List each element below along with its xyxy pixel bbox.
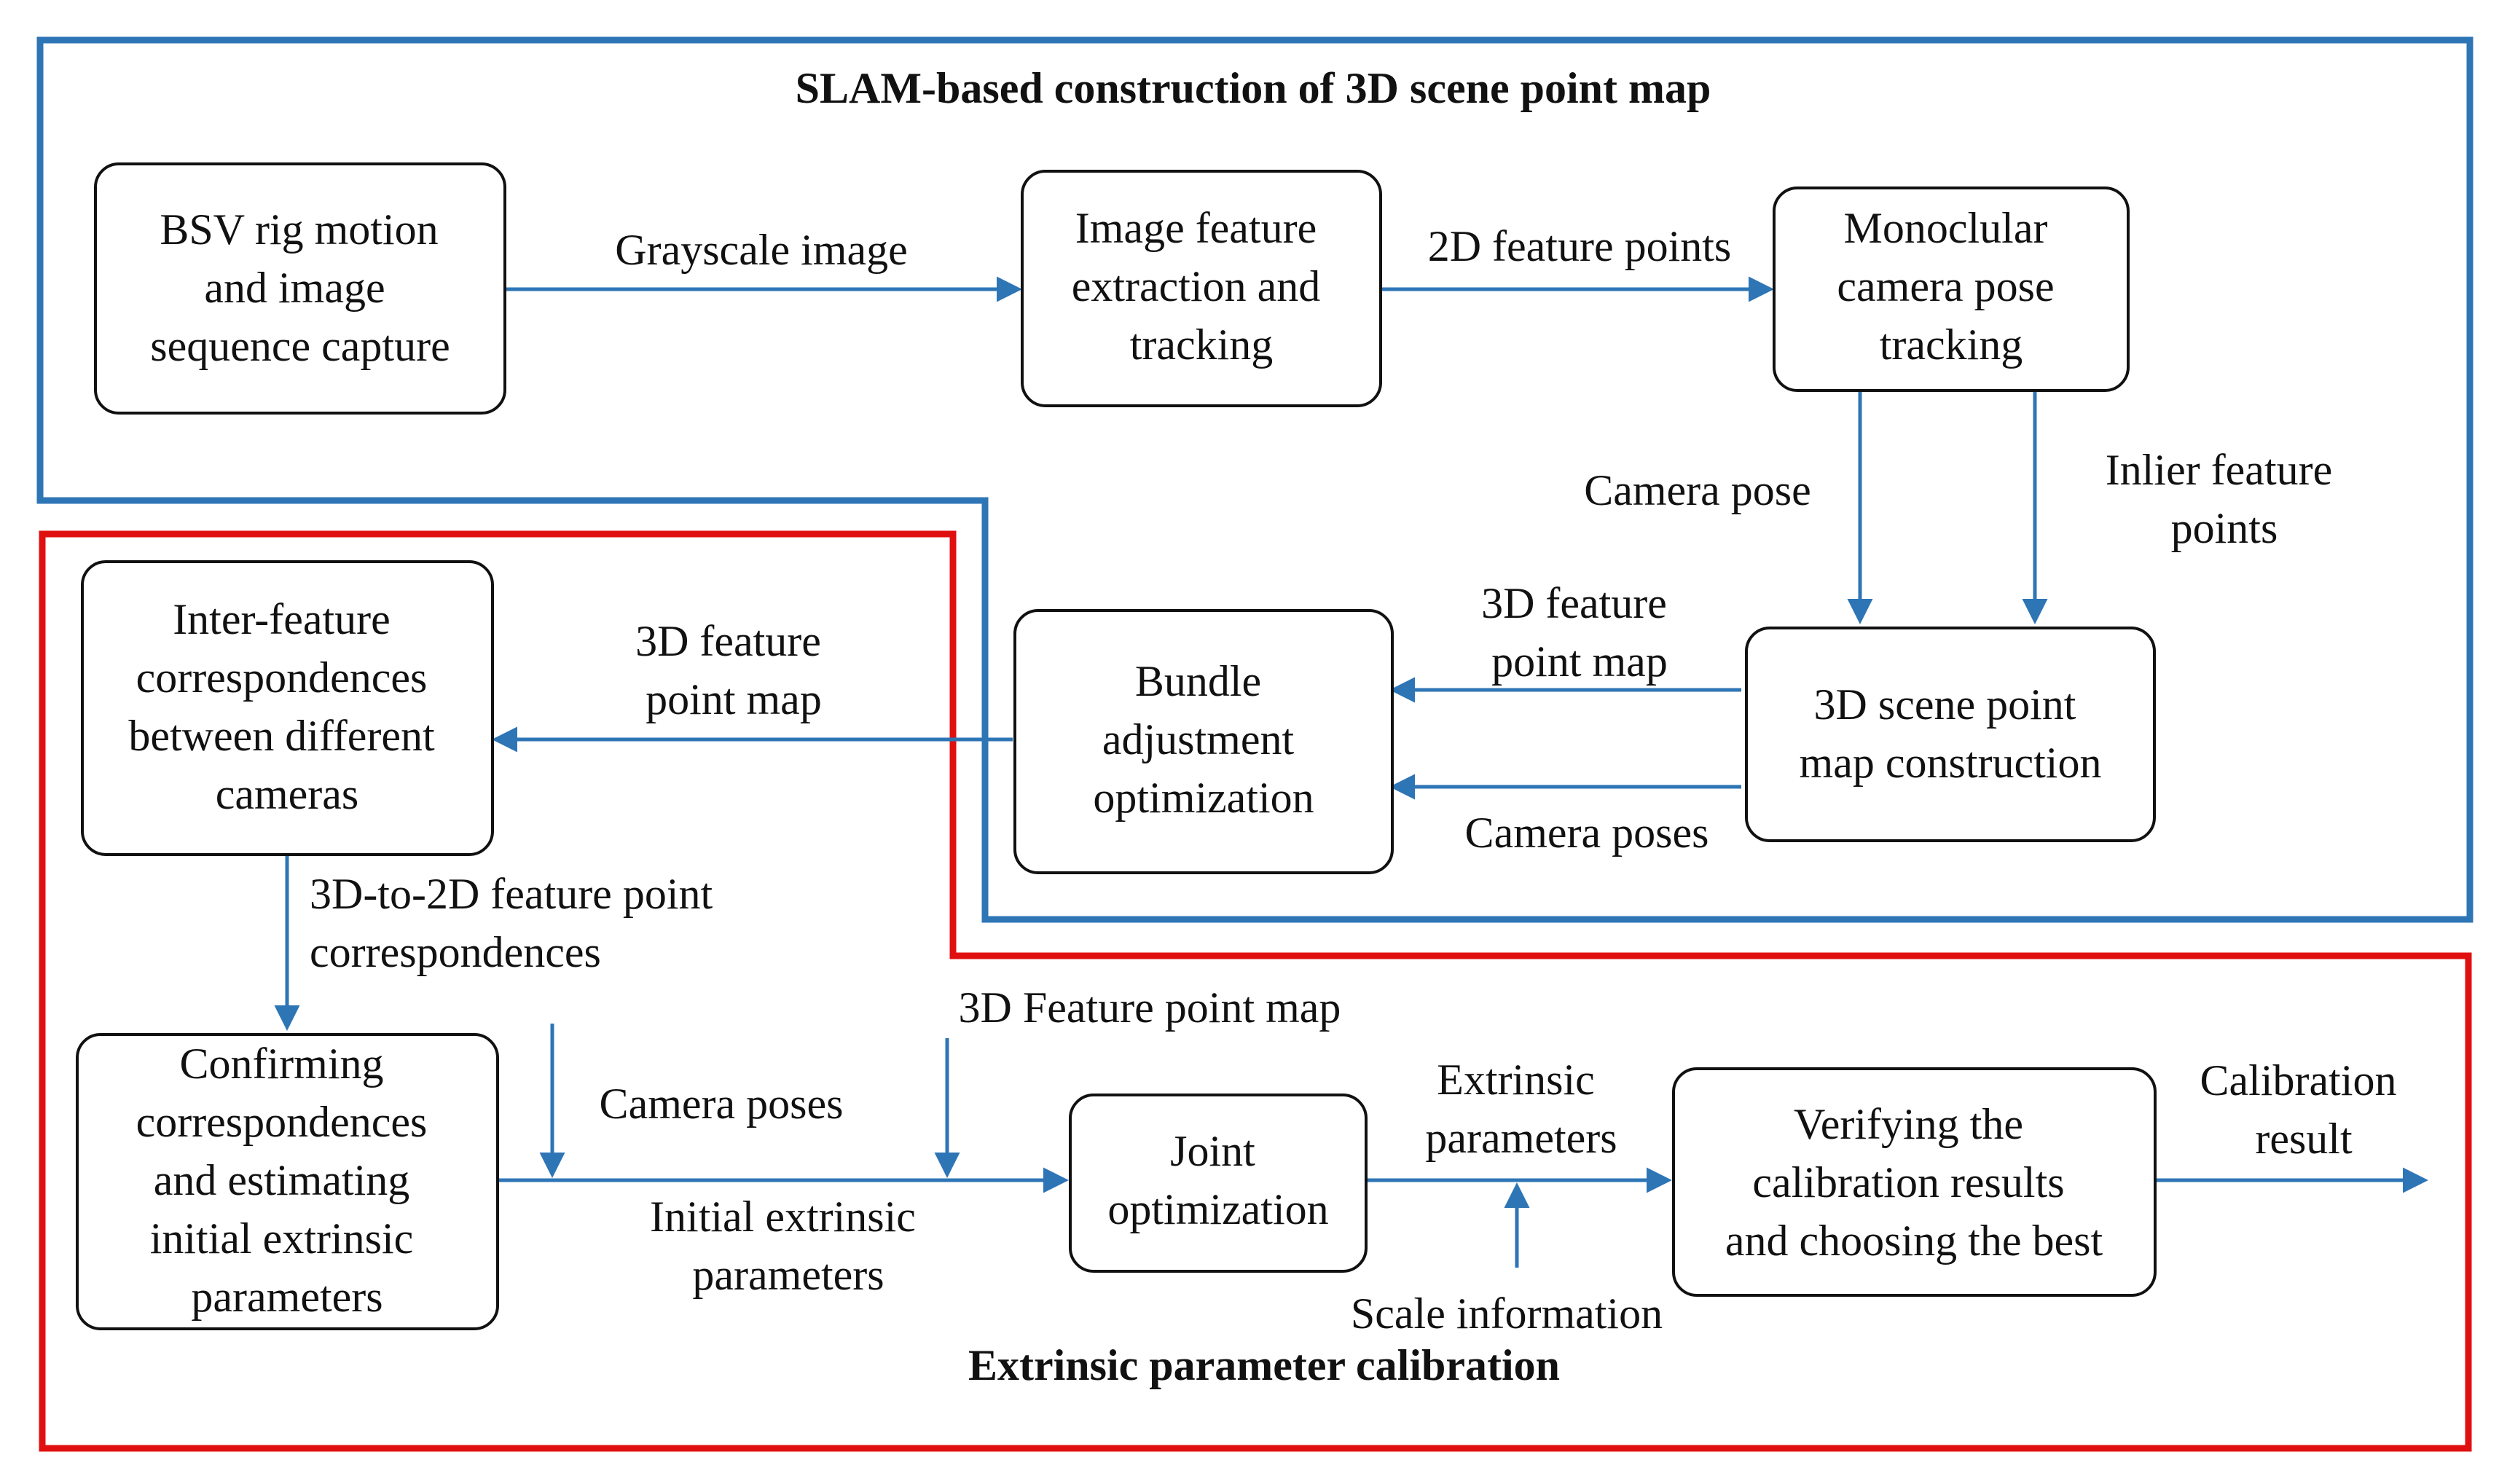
label-2d-feature-points: 2D feature points — [1428, 222, 1732, 270]
slam-region-frame — [36, 36, 2474, 923]
box-bundle-adjustment-text: Bundle adjustment optimization — [1093, 657, 1314, 822]
connector-arrows — [274, 276, 2428, 1268]
box-verifying-text: Verifying the calibration results and ch… — [1725, 1100, 2103, 1265]
box-map-construction-text: 3D scene point map construction — [1800, 680, 2102, 787]
label-3d-feature-point-map: 3D Feature point map — [959, 984, 1341, 1032]
calibration-region-title: Extrinsic parameter calibration — [968, 1341, 1560, 1389]
box-inter-feature-text: Inter-feature correspondences between di… — [128, 595, 445, 818]
label-map-to-inter-feature: 3D feature point map — [635, 617, 832, 723]
process-box-map-construction: 3D scene point map construction — [1745, 627, 2156, 842]
label-map-to-bundle: 3D feature point map — [1481, 579, 1678, 686]
box-feature-extraction-text: Image feature extraction and tracking — [1072, 204, 1332, 369]
label-extrinsic-parameters: Extrinsic parameters — [1425, 1056, 1617, 1162]
label-camera-poses-input: Camera poses — [600, 1080, 844, 1128]
label-camera-pose: Camera pose — [1584, 466, 1811, 514]
process-box-bsv-capture: BSV rig motion and image sequence captur… — [94, 162, 506, 415]
label-inlier-feature-points: Inlier feature points — [2106, 446, 2343, 552]
slam-region-title: SLAM-based construction of 3D scene poin… — [796, 64, 1711, 112]
label-initial-extrinsic-parameters: Initial extrinsic parameters — [650, 1193, 927, 1299]
box-bsv-capture-text: BSV rig motion and image sequence captur… — [150, 205, 450, 370]
label-camera-poses-to-bundle: Camera poses — [1465, 809, 1709, 857]
process-box-bundle-adjustment: Bundle adjustment optimization — [1013, 609, 1394, 874]
process-box-feature-extraction: Image feature extraction and tracking — [1021, 170, 1382, 407]
label-grayscale-image: Grayscale image — [615, 226, 907, 274]
process-box-verifying: Verifying the calibration results and ch… — [1672, 1067, 2157, 1297]
box-pose-tracking-text: Monoclular camera pose tracking — [1837, 204, 2065, 369]
box-confirming-text: Confirming correspondences and estimatin… — [136, 1040, 439, 1321]
label-scale-information: Scale information — [1351, 1289, 1663, 1338]
label-3d-to-2d-correspondences: 3D-to-2D feature point correspondences — [310, 870, 723, 976]
process-box-joint-optimization: Joint optimization — [1069, 1094, 1368, 1273]
box-joint-optimization-text: Joint optimization — [1107, 1127, 1328, 1233]
calibration-region-frame — [39, 530, 2472, 1452]
label-calibration-result: Calibration result — [2200, 1056, 2408, 1163]
process-box-confirming: Confirming correspondences and estimatin… — [76, 1033, 499, 1330]
process-box-pose-tracking: Monoclular camera pose tracking — [1773, 187, 2130, 392]
process-box-inter-feature: Inter-feature correspondences between di… — [81, 560, 494, 856]
